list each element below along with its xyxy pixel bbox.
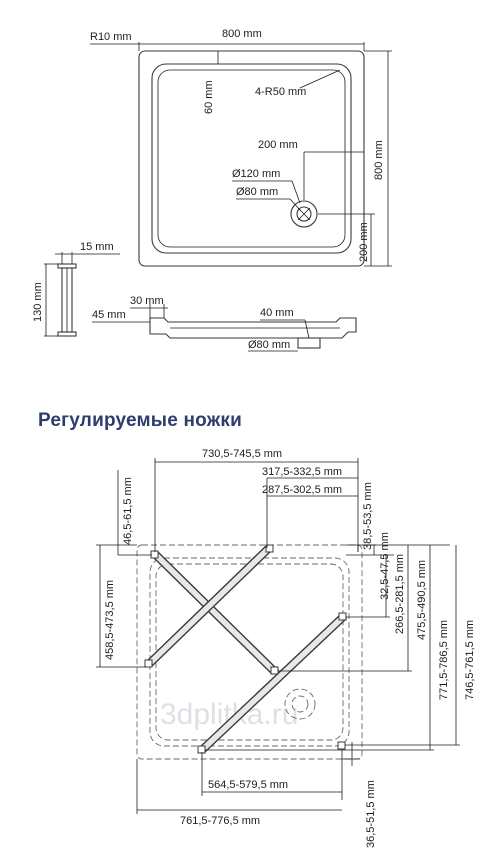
tray-height-label: 800 mm: [373, 140, 385, 180]
drain-outer-circle: [290, 200, 318, 228]
right-xl-label: 771,5-786,5 mm: [438, 620, 450, 700]
drain-offset-y-label: 200 mm: [358, 222, 370, 262]
rim-side-label: 30 mm: [130, 295, 164, 307]
left-top-label: 46,5-61,5 mm: [122, 477, 134, 545]
leg-markers: [144, 544, 347, 754]
right-mid-label: 266,5-281,5 mm: [394, 554, 406, 634]
drain-inner-circle: [296, 206, 312, 222]
corner-radius-label: R10 mm: [90, 31, 132, 43]
offset-b-label: 287,5-302,5 mm: [262, 484, 342, 496]
legs-width-label: 730,5-745,5 mm: [202, 448, 282, 460]
leg-width-label: 15 mm: [80, 241, 114, 253]
bottom-total-label: 761,5-776,5 mm: [180, 815, 260, 827]
tray-outline: [138, 50, 365, 267]
top-margin-label: 38,5-53,5 mm: [362, 482, 374, 550]
tray-depth-label: 45 mm: [92, 309, 126, 321]
bottom-inner-label: 564,5-579,5 mm: [208, 779, 288, 791]
drain-diameter-side-label: Ø80 mm: [248, 339, 290, 351]
tray-dashed-outline: [136, 544, 363, 760]
offset-a-label: 317,5-332,5 mm: [262, 466, 342, 478]
rim-width-label: 60 mm: [203, 80, 215, 114]
bottom-small-label: 36,5-51,5 mm: [365, 780, 377, 848]
section-title: Регулируемые ножки: [38, 410, 242, 431]
inner-radius-label: 4-R50 mm: [255, 86, 306, 98]
drain-inner-label: Ø80 mm: [236, 186, 278, 198]
right-large-label: 475,5-490,5 mm: [416, 560, 428, 640]
tray-basin-inner: [157, 69, 346, 248]
left-span-label: 458,5-473,5 mm: [104, 580, 116, 660]
legs-layout-view: 3dplitka.ru 730,5-745,5 mm 3: [96, 448, 476, 848]
tray-side-view: 30 mm 45 mm 40 mm Ø80 mm: [92, 295, 357, 352]
drain-height-label: 40 mm: [260, 307, 294, 319]
tray-width-label: 800 mm: [222, 28, 262, 40]
tray-basin: [151, 63, 352, 254]
leg-detail-view: 15 mm 130 mm: [32, 241, 120, 337]
drain-outer-label: Ø120 mm: [232, 168, 280, 180]
right-small-label: 32,5-47,5 mm: [379, 532, 391, 600]
right-total-label: 746,5-761,5 mm: [464, 620, 476, 700]
leg-height-label: 130 mm: [32, 282, 44, 322]
drain-offset-x-label: 200 mm: [258, 139, 298, 151]
tray-top-view: 800 mm R10 mm 800 mm 200 mm 200 mm 60 mm…: [90, 28, 392, 267]
